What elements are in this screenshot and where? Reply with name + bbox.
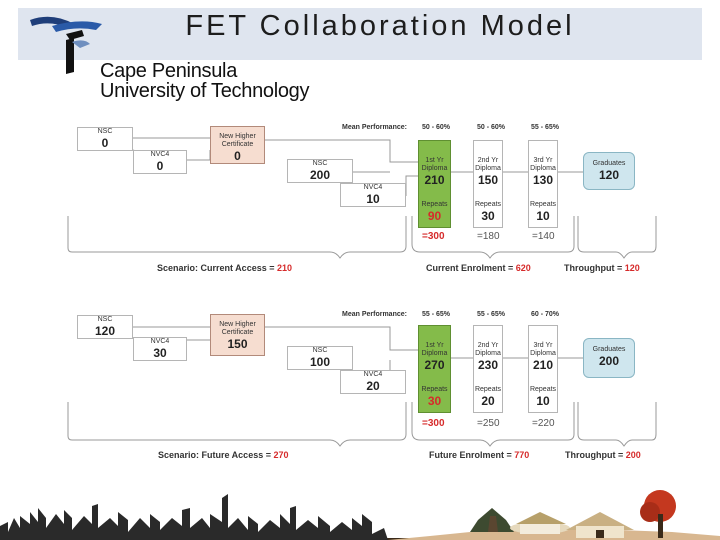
year3-column: 3rd Yr Diploma 130 Repeats 10	[528, 140, 558, 228]
year1-value: 210	[419, 173, 450, 187]
nsc-label: NSC	[288, 160, 352, 168]
total-year1: =300	[422, 418, 445, 429]
certificate-label: New Higher Certificate	[211, 321, 264, 337]
year2-label: 2nd Yr Diploma	[474, 342, 502, 358]
throughput-label: Throughput =	[565, 450, 623, 460]
year1-label: 1st Yr Diploma	[419, 342, 450, 358]
enrolment-label: Future Enrolment =	[429, 450, 512, 460]
nvc4-box-mid: NVC4 20	[340, 370, 406, 394]
current-throughput-summary: Throughput = 120	[564, 263, 640, 273]
graduates-value: 200	[584, 354, 634, 368]
nvc4-value: 10	[341, 192, 405, 206]
access-label: Scenario: Future Access =	[158, 450, 271, 460]
year2-column: 2nd Yr Diploma 150 Repeats 30	[473, 140, 503, 228]
future-throughput-summary: Throughput = 200	[565, 450, 641, 460]
year1-label: 1st Yr Diploma	[419, 157, 450, 173]
mean-performance-label: Mean Performance:	[342, 311, 407, 318]
throughput-label: Throughput =	[564, 263, 622, 273]
nsc-value: 120	[78, 324, 132, 338]
perf-year1: 55 - 65%	[422, 311, 450, 318]
access-value: 270	[273, 450, 288, 460]
repeats-label: Repeats	[474, 386, 502, 394]
repeats-label: Repeats	[419, 201, 450, 209]
repeats-value: 10	[529, 394, 557, 408]
graduates-box: Graduates 200	[583, 338, 635, 378]
current-enrolment-summary: Current Enrolment = 620	[426, 263, 531, 273]
nvc4-box-top: NVC4 30	[133, 337, 187, 361]
year2-label: 2nd Yr Diploma	[474, 157, 502, 173]
nvc4-label: NVC4	[134, 151, 186, 159]
perf-year3: 55 - 65%	[531, 124, 559, 131]
nvc4-value: 20	[341, 379, 405, 393]
year2-column: 2nd Yr Diploma 230 Repeats 20	[473, 325, 503, 413]
nsc-box-mid: NSC 200	[287, 159, 353, 183]
nvc4-label: NVC4	[341, 184, 405, 192]
year2-value: 150	[474, 173, 502, 187]
enrolment-label: Current Enrolment =	[426, 263, 513, 273]
perf-year3: 60 - 70%	[531, 311, 559, 318]
total-year2: =180	[477, 231, 500, 242]
year3-value: 130	[529, 173, 557, 187]
total-year3: =220	[532, 418, 555, 429]
total-year2: =250	[477, 418, 500, 429]
perf-year2: 50 - 60%	[477, 124, 505, 131]
current-access-summary: Scenario: Current Access = 210	[157, 263, 292, 273]
nvc4-value: 0	[134, 159, 186, 173]
nsc-box-top: NSC 0	[77, 127, 133, 151]
year1-column: 1st Yr Diploma 210 Repeats 90	[418, 140, 451, 228]
repeats-label: Repeats	[529, 201, 557, 209]
year3-label: 3rd Yr Diploma	[529, 342, 557, 358]
nsc-value: 0	[78, 136, 132, 150]
nvc4-label: NVC4	[134, 338, 186, 346]
year3-label: 3rd Yr Diploma	[529, 157, 557, 173]
total-year1: =300	[422, 231, 445, 242]
skyline-banner	[0, 488, 720, 540]
repeats-value: 30	[474, 209, 502, 223]
nsc-box-top: NSC 120	[77, 315, 133, 339]
nvc4-box-top: NVC4 0	[133, 150, 187, 174]
perf-year2: 55 - 65%	[477, 311, 505, 318]
year3-column: 3rd Yr Diploma 210 Repeats 10	[528, 325, 558, 413]
access-value: 210	[277, 263, 292, 273]
enrolment-value: 620	[516, 263, 531, 273]
year1-column: 1st Yr Diploma 270 Repeats 30	[418, 325, 451, 413]
enrolment-value: 770	[514, 450, 529, 460]
repeats-value: 30	[419, 394, 450, 408]
year3-value: 210	[529, 358, 557, 372]
certificate-value: 150	[211, 337, 264, 351]
repeats-value: 90	[419, 209, 450, 223]
perf-year1: 50 - 60%	[422, 124, 450, 131]
nvc4-box-mid: NVC4 10	[340, 183, 406, 207]
nsc-label: NSC	[288, 347, 352, 355]
nsc-box-mid: NSC 100	[287, 346, 353, 370]
certificate-label: New Higher Certificate	[211, 133, 264, 149]
graduates-box: Graduates 120	[583, 152, 635, 190]
nvc4-label: NVC4	[341, 371, 405, 379]
throughput-value: 120	[625, 263, 640, 273]
repeats-label: Repeats	[474, 201, 502, 209]
year1-value: 270	[419, 358, 450, 372]
throughput-value: 200	[626, 450, 641, 460]
repeats-value: 20	[474, 394, 502, 408]
year2-value: 230	[474, 358, 502, 372]
access-label: Scenario: Current Access =	[157, 263, 274, 273]
certificate-box: New Higher Certificate 150	[210, 314, 265, 356]
mean-performance-label: Mean Performance:	[342, 124, 407, 131]
nsc-label: NSC	[78, 128, 132, 136]
nsc-label: NSC	[78, 316, 132, 324]
graduates-label: Graduates	[584, 346, 634, 354]
future-access-summary: Scenario: Future Access = 270	[158, 450, 289, 460]
total-year3: =140	[532, 231, 555, 242]
graduates-value: 120	[584, 168, 634, 182]
nsc-value: 200	[288, 168, 352, 182]
certificate-box: New Higher Certificate 0	[210, 126, 265, 164]
certificate-value: 0	[211, 149, 264, 163]
repeats-label: Repeats	[419, 386, 450, 394]
future-enrolment-summary: Future Enrolment = 770	[429, 450, 529, 460]
graduates-label: Graduates	[584, 160, 634, 168]
repeats-value: 10	[529, 209, 557, 223]
nvc4-value: 30	[134, 346, 186, 360]
repeats-label: Repeats	[529, 386, 557, 394]
nsc-value: 100	[288, 355, 352, 369]
